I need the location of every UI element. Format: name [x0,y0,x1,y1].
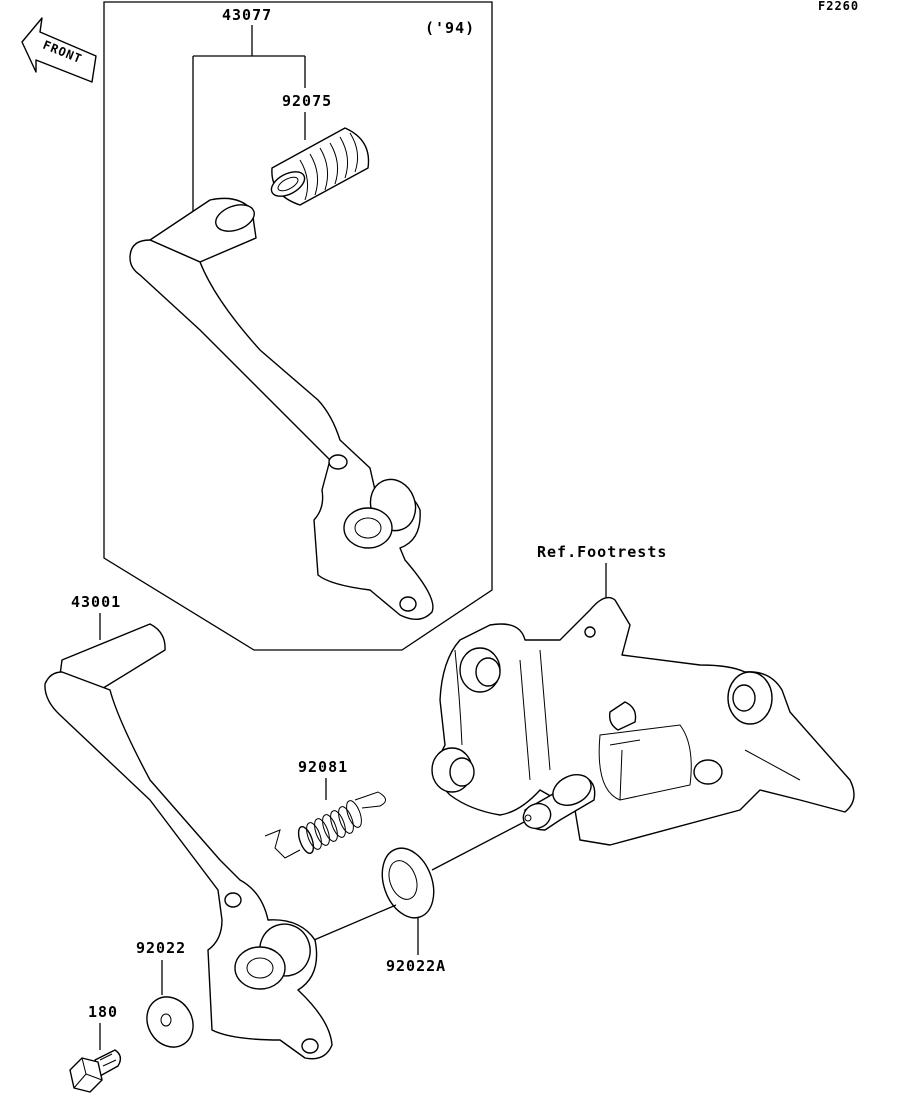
brake-pedal-43001 [44,623,333,1060]
label-92075: 92075 [282,92,332,110]
brake-pedal-43077 [129,197,434,620]
label-92081: 92081 [298,758,348,776]
footpeg-rubber-92075 [270,127,370,206]
axis-line-lower [313,904,397,941]
figure-code: F2260 [818,0,859,13]
return-spring-92081 [264,791,386,859]
assembly-box [103,1,493,651]
pivot-shaft [522,774,596,831]
label-43077: 43077 [222,6,272,24]
year-note: ('94) [425,19,475,37]
washer-92022 [146,996,194,1048]
footrest-bracket [431,596,855,846]
label-92022A: 92022A [386,957,446,975]
label-180: 180 [88,1003,118,1021]
front-arrow-icon: FRONT [21,17,97,83]
washer-92022A [381,847,435,919]
axis-line-upper [431,819,529,871]
bolt-180 [69,1049,122,1093]
label-43001: 43001 [71,593,121,611]
label-92022: 92022 [136,939,186,957]
reference-label: Ref.Footrests [537,543,667,561]
